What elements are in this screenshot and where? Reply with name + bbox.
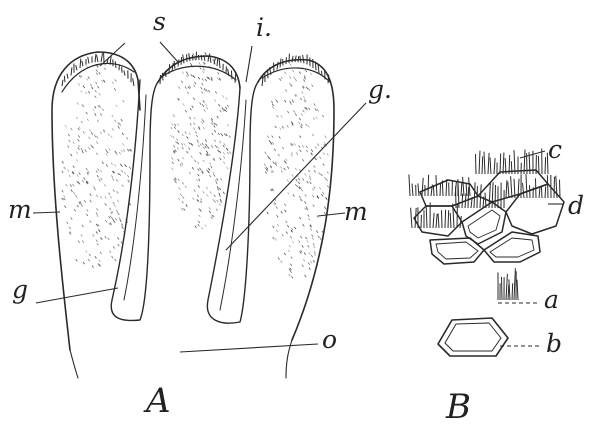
label-a: a — [544, 285, 559, 314]
leader-o — [180, 344, 318, 352]
label-g-lower: g — [12, 275, 28, 304]
label-b: b — [546, 329, 562, 358]
left-slit — [111, 80, 158, 320]
label-g-upper: g. — [368, 75, 392, 104]
leader-g-upper — [226, 103, 366, 250]
single-cell-inner — [445, 323, 501, 351]
left-lobe-outline — [52, 52, 140, 350]
leader-m-right — [318, 213, 345, 216]
panel-a-drawing — [33, 42, 366, 378]
right-slit-inner — [220, 100, 246, 310]
left-slit-inner — [124, 95, 146, 300]
label-i: i. — [256, 13, 272, 42]
label-o: o — [322, 325, 337, 354]
label-d: d — [568, 191, 584, 220]
leader-s-right — [160, 42, 178, 62]
right-slit — [207, 82, 258, 323]
leader-g-lower — [36, 288, 118, 303]
base-left — [70, 350, 78, 378]
label-s: s — [153, 7, 166, 36]
top-rim-line — [62, 63, 330, 92]
cell-2 — [478, 170, 548, 202]
leader-i — [246, 46, 252, 82]
label-m-left: m — [8, 195, 32, 224]
right-lobe-outline — [258, 60, 334, 340]
caption-b: B — [445, 387, 471, 424]
label-c: c — [548, 135, 562, 164]
label-m-right: m — [344, 197, 368, 226]
panel-b-drawing — [409, 149, 564, 356]
caption-a: A — [143, 381, 171, 421]
panel-a-stippling — [62, 52, 329, 278]
